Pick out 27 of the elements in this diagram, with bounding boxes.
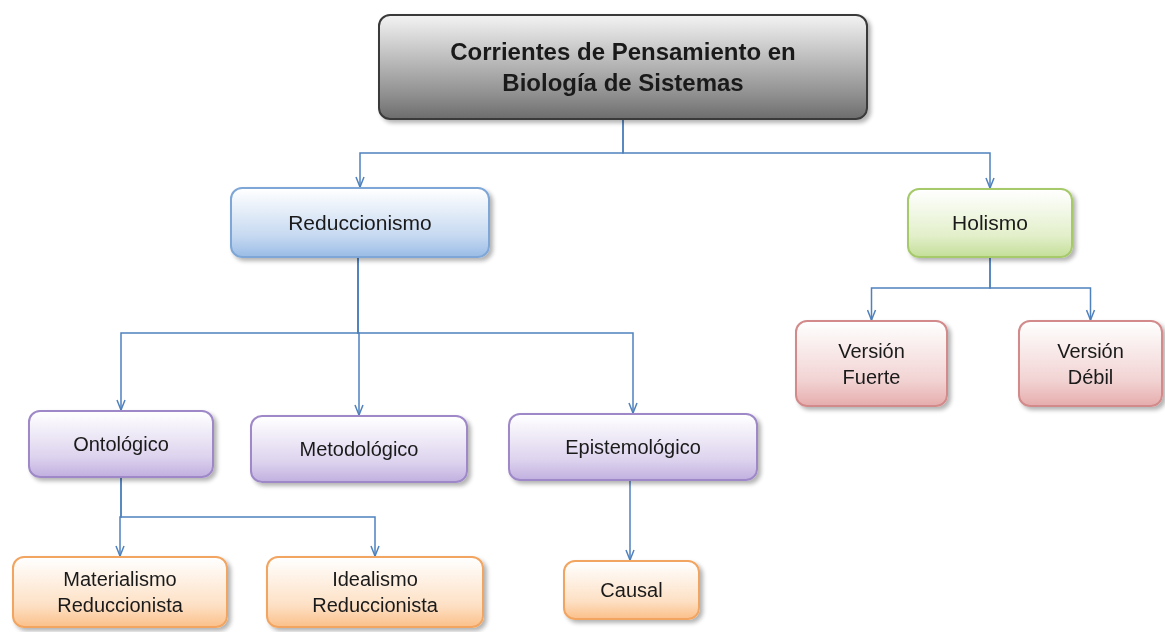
node-label: Reduccionismo [288, 209, 432, 236]
concept-box [250, 415, 468, 483]
concept-box [28, 410, 214, 478]
node-label: Versión Fuerte [837, 338, 906, 390]
node-label: Idealismo Reduccionista [311, 567, 439, 618]
node-label: Metodológico [299, 437, 419, 462]
node-label: Causal [600, 578, 663, 603]
concept-box [12, 556, 228, 628]
concept-box [1018, 320, 1163, 407]
title-box [378, 14, 868, 120]
concept-box [508, 413, 758, 481]
connector-arrow [120, 477, 380, 557]
connector-arrow [989, 257, 1096, 321]
connector-arrow [357, 257, 638, 414]
concept-box [266, 556, 484, 628]
concept-box [230, 187, 490, 258]
connector-arrow [622, 119, 995, 189]
node-label: Versión Débil [1056, 338, 1125, 390]
node-label: Epistemológico [565, 435, 701, 460]
node-label: Corrientes de Pensamiento en Biología de Sistemas [449, 36, 797, 98]
connector-arrow [625, 480, 635, 561]
node-label: Holismo [952, 210, 1028, 237]
concept-box [907, 188, 1073, 258]
node-label: Ontológico [73, 432, 169, 457]
node-label: Materialismo Reduccionista [56, 567, 184, 618]
concept-box [795, 320, 948, 407]
concept-box [563, 560, 700, 620]
